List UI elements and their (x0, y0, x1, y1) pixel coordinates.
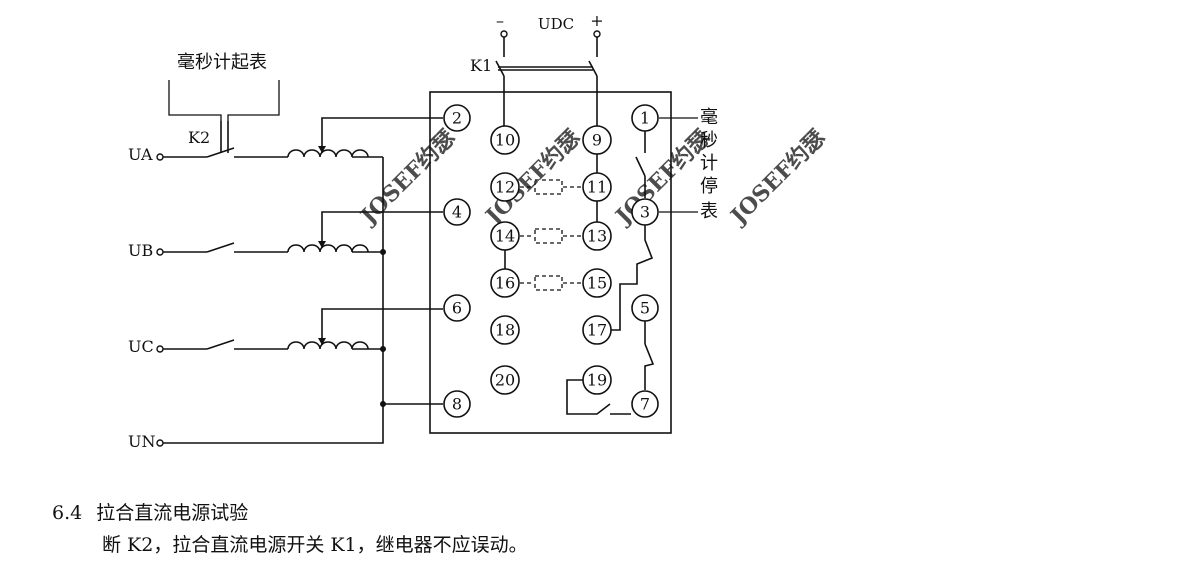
terminal-15: 15 (587, 274, 607, 293)
terminal-17: 17 (587, 321, 607, 340)
caption: 6.4 拉合直流电源试验 断 K2，拉合直流电源开关 K1，继电器不应误动。 (52, 497, 528, 561)
wiring-diagram: JOSEF约瑟 JOSEF约瑟 JOSEF约瑟 JOSEF约瑟 – + UDC … (128, 11, 830, 451)
terminal-6: 6 (452, 299, 462, 318)
terminal-5: 5 (640, 299, 650, 318)
phase-c-circuit: UC (128, 308, 443, 356)
phase-a-circuit: UA (128, 117, 443, 164)
internal-links (504, 117, 698, 415)
terminal-3: 3 (640, 203, 650, 222)
phase-label-ub: UB (128, 241, 153, 260)
udc-plus-terminal (593, 30, 601, 38)
terminal-1: 1 (640, 109, 650, 128)
relay-body (429, 91, 672, 434)
terminal-8: 8 (452, 395, 462, 414)
terminal-10: 10 (495, 131, 515, 150)
section-body: 断 K2，拉合直流电源开关 K1，继电器不应误动。 (102, 534, 528, 556)
section-number: 6.4 (52, 502, 83, 524)
udc-label: UDC (538, 15, 574, 33)
terminal-2: 2 (452, 109, 462, 128)
section-title: 拉合直流电源试验 (96, 502, 249, 524)
terminal-13: 13 (587, 227, 607, 246)
phase-label-ua: UA (128, 145, 153, 164)
k2-label: K2 (188, 128, 210, 147)
terminal-19: 19 (587, 371, 607, 390)
timer-stop-char: 毫 (700, 107, 718, 128)
phase-b-circuit: UB (128, 211, 443, 260)
neutral-circuit: UN (128, 157, 443, 451)
timer-start-label: 毫秒计起表 (177, 52, 267, 73)
timer-stop-char: 计 (700, 153, 718, 174)
dc-supply: – + UDC K1 (470, 11, 604, 127)
timer-stop-char: 表 (700, 201, 718, 222)
phase-label-uc: UC (128, 337, 154, 356)
terminal-9: 9 (592, 131, 602, 150)
timer-stop-char: 停 (700, 176, 718, 197)
section-heading: 6.4 拉合直流电源试验 (52, 497, 528, 529)
udc-minus-terminal (500, 30, 508, 38)
udc-plus-label: + (590, 11, 603, 30)
terminals: 1 2 3 4 5 6 7 8 9 10 11 12 13 14 15 16 1… (443, 104, 659, 418)
udc-minus-label: – (496, 11, 504, 30)
timer-start: 毫秒计起表 K2 (168, 52, 280, 153)
k1-label: K1 (470, 56, 492, 75)
watermark: JOSEF约瑟 (724, 125, 830, 231)
phase-label-un: UN (128, 432, 155, 451)
timer-stop-char: 秒 (700, 130, 718, 151)
timer-stop: 毫 秒 计 停 表 (700, 107, 718, 222)
terminal-20: 20 (495, 371, 515, 390)
terminal-18: 18 (495, 321, 515, 340)
terminal-16: 16 (495, 274, 515, 293)
terminal-12: 12 (495, 178, 515, 197)
k1-blade (495, 60, 505, 77)
terminal-11: 11 (587, 178, 607, 197)
k1-blade (588, 60, 598, 77)
terminal-7: 7 (640, 395, 650, 414)
terminal-4: 4 (452, 203, 462, 222)
terminal-14: 14 (495, 227, 515, 246)
